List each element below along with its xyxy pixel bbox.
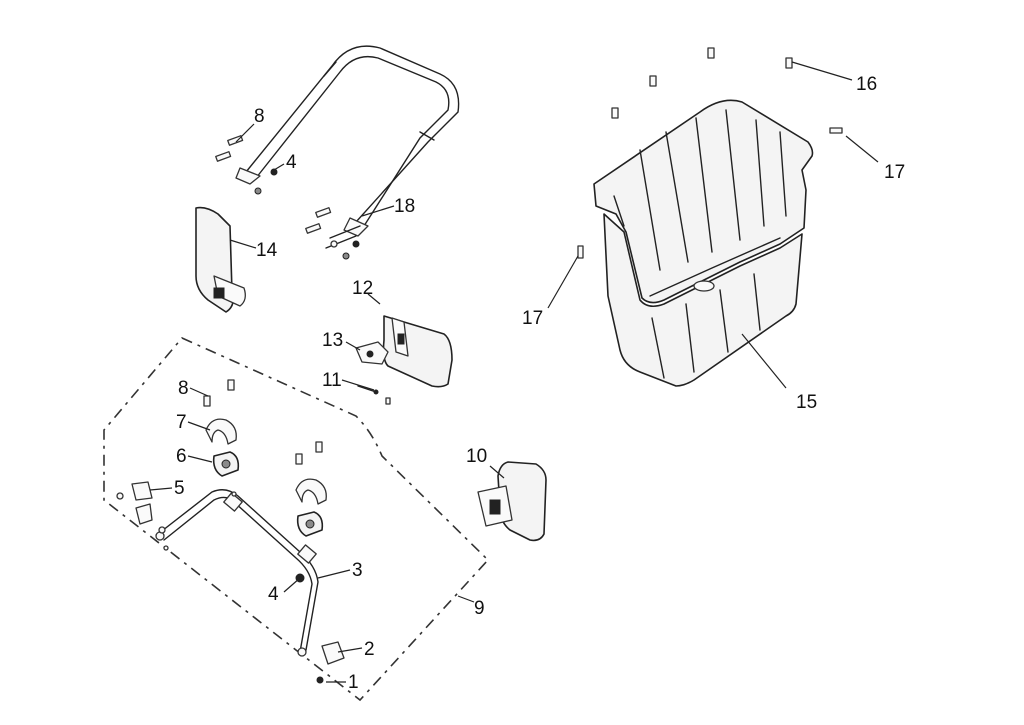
callout-1: 1 <box>348 672 359 693</box>
callout-2: 2 <box>364 639 375 660</box>
callout-18: 18 <box>394 196 415 217</box>
callout-7: 7 <box>176 412 187 433</box>
stabilizer-bar <box>155 489 319 657</box>
bushings <box>203 379 327 537</box>
leader-lines <box>149 61 879 683</box>
mudguard-left <box>195 206 246 313</box>
end-links <box>116 481 345 684</box>
bracket-12 <box>382 315 453 388</box>
handle-bolts <box>215 135 360 260</box>
clamp-13 <box>355 341 389 365</box>
callout-8-kit: 8 <box>178 378 189 399</box>
kit-boundary <box>103 337 490 702</box>
callout-3: 3 <box>352 560 363 581</box>
callout-13: 13 <box>322 330 343 351</box>
callout-17-left: 17 <box>522 308 543 329</box>
callout-8-handle: 8 <box>254 106 265 127</box>
callout-10: 10 <box>466 446 487 467</box>
callout-9: 9 <box>474 598 485 619</box>
callout-4-handle: 4 <box>286 152 297 173</box>
callout-14: 14 <box>256 240 278 261</box>
bolt-11 <box>357 385 391 405</box>
callout-15: 15 <box>796 392 817 413</box>
basket <box>593 99 814 387</box>
callout-11: 11 <box>322 370 342 391</box>
basket-screws <box>577 47 843 259</box>
callout-labels: 1 2 3 4 5 6 7 8 9 10 11 12 13 14 15 16 1… <box>174 74 905 693</box>
handle-bar <box>235 45 460 249</box>
callout-17-right: 17 <box>884 162 905 183</box>
callout-4-stabilizer: 4 <box>268 584 279 605</box>
callout-12: 12 <box>352 278 373 299</box>
callout-16: 16 <box>856 74 877 95</box>
callout-6: 6 <box>176 446 187 467</box>
mudguard-right <box>477 461 547 542</box>
callout-5: 5 <box>174 478 185 499</box>
